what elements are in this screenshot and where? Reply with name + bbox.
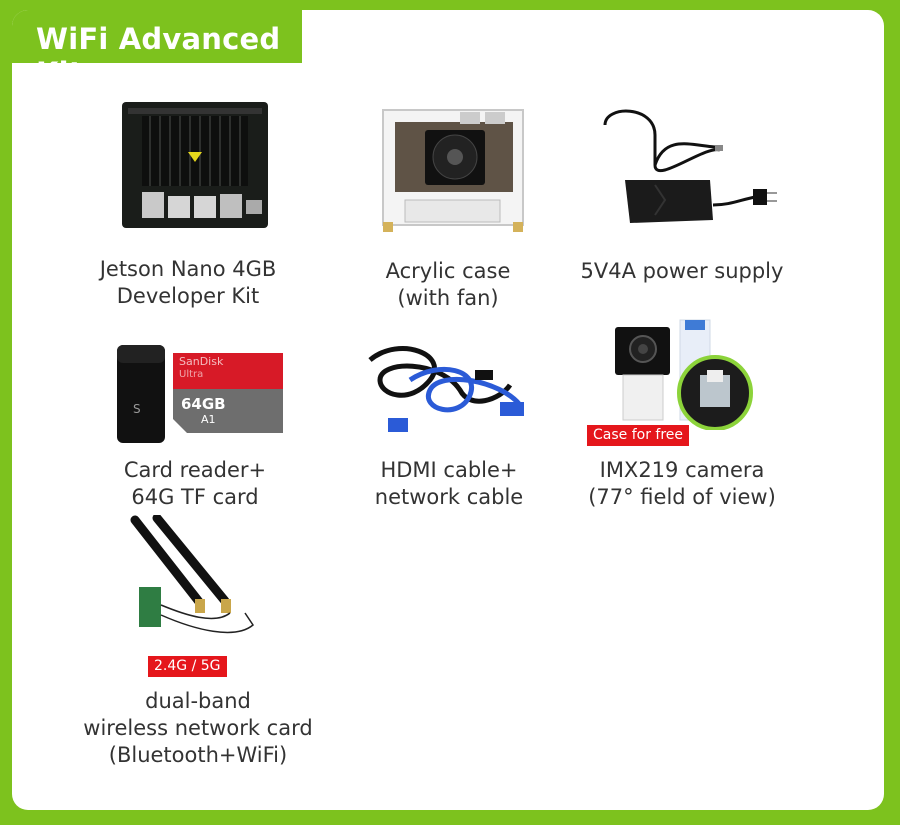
item-label-power-supply: 5V4A power supply bbox=[580, 259, 784, 283]
page-title: WiFi Advanced Kit bbox=[36, 22, 281, 90]
card-sub-text: Ultra bbox=[179, 369, 204, 380]
power-supply-icon bbox=[595, 105, 785, 240]
wifi-card-icon bbox=[125, 513, 265, 660]
item-label-card-reader: Card reader+64G TF card bbox=[123, 458, 267, 509]
camera-icon bbox=[605, 315, 765, 435]
svg-text:S: S bbox=[133, 402, 141, 416]
jetson-board-icon bbox=[120, 100, 270, 235]
item-label-acrylic-case: Acrylic case(with fan) bbox=[385, 259, 511, 310]
item-label-camera: IMX219 camera(77° field of view) bbox=[588, 458, 776, 509]
item-label-cables: HDMI cable+network cable bbox=[374, 458, 524, 509]
band-badge: 2.4G / 5G bbox=[148, 656, 227, 677]
card-size-text: 64GB bbox=[181, 395, 226, 413]
card-brand-text: SanDisk bbox=[179, 355, 224, 368]
card-class-text: A1 bbox=[201, 413, 216, 426]
cables-icon bbox=[360, 340, 545, 445]
free-case-badge: Case for free bbox=[587, 425, 690, 446]
acrylic-case-icon bbox=[375, 100, 530, 240]
card-reader-icon: S SanDisk Ultra 64GB A1 bbox=[115, 345, 290, 450]
title-tab: WiFi Advanced Kit bbox=[12, 10, 302, 90]
